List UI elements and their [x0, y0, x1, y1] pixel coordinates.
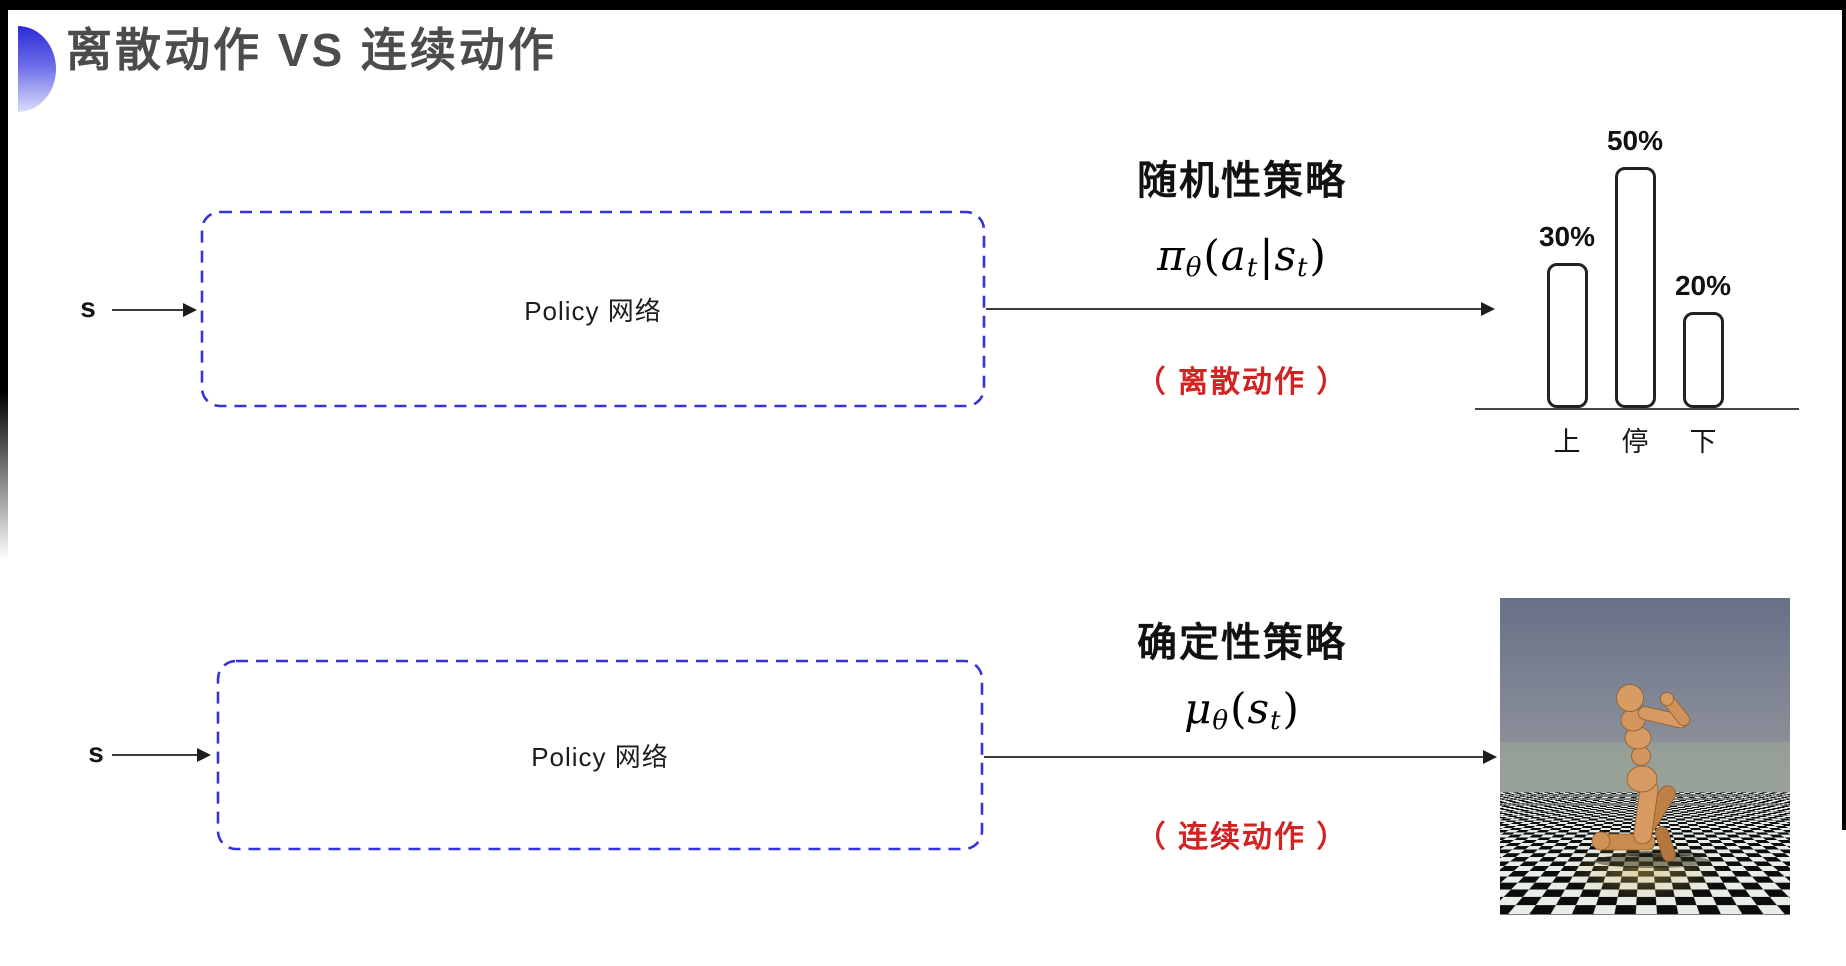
formula-segment: μ [1184, 684, 1212, 733]
formula-segment: s [1247, 684, 1270, 733]
chart-bar-下 [1682, 311, 1724, 408]
formula-segment: ( [1203, 231, 1220, 280]
formula-segment: s [1274, 231, 1297, 280]
frame-top-border [0, 0, 1846, 10]
chart-value-label: 50% [1606, 125, 1664, 156]
chart-baseline [1475, 408, 1799, 410]
state-input-label-bottom: s [88, 737, 104, 768]
arrow-state-to-policy-bottom [112, 748, 211, 762]
formula-segment: t [1270, 706, 1281, 737]
formula-segment: | [1259, 231, 1274, 280]
stochastic-policy-formula: πθ(at|st) [1040, 231, 1444, 293]
deterministic-policy-formula: μθ(st) [1040, 684, 1444, 746]
policy-network-box-bottom [216, 659, 984, 851]
formula-segment: a [1220, 231, 1246, 280]
formula-segment: ( [1230, 684, 1247, 733]
policy-network-label-bottom: Policy 网络 [531, 741, 669, 772]
arrow-policy-to-robot [984, 750, 1497, 764]
formula-segment: π [1157, 231, 1185, 280]
title-bullet-icon [18, 26, 56, 112]
chart-bar-上 [1546, 263, 1588, 408]
arrow-policy-to-distribution [986, 302, 1495, 316]
formula-segment: θ [1185, 253, 1202, 284]
chart-value-label: 20% [1674, 269, 1732, 301]
deterministic-policy-title: 确定性策略 [1137, 621, 1347, 665]
frame-right-border [1842, 0, 1846, 830]
formula-segment: t [1297, 253, 1308, 284]
arrow-state-to-policy-top [112, 303, 197, 317]
chart-value-label: 30% [1538, 221, 1596, 253]
policy-network-label-top: Policy 网络 [524, 295, 662, 326]
formula-segment: ) [1282, 684, 1299, 733]
state-input-label-top: s [80, 292, 96, 323]
chart-bar-停 [1614, 167, 1656, 408]
formula-segment: ) [1309, 231, 1326, 280]
humanoid-robot-figure [1591, 684, 1710, 868]
continuous-action-note: （ 连续动作 ） [1135, 821, 1349, 854]
stochastic-policy-title: 随机性策略 [1137, 159, 1347, 203]
formula-segment: θ [1212, 706, 1229, 737]
page-title: 离散动作 VS 连续动作 [66, 24, 557, 76]
action-probability-chart: 30% 上 50% 停 20% 下 [1475, 118, 1799, 468]
frame-left-border [0, 0, 8, 560]
chart-category-label: 上 [1553, 427, 1581, 457]
chart-category-label: 停 [1621, 427, 1649, 457]
policy-network-box-top [200, 210, 986, 408]
humanoid-robot-image [1500, 598, 1790, 915]
discrete-action-note: （ 离散动作 ） [1135, 366, 1349, 399]
chart-category-label: 下 [1689, 427, 1717, 457]
formula-segment: t [1246, 253, 1258, 284]
